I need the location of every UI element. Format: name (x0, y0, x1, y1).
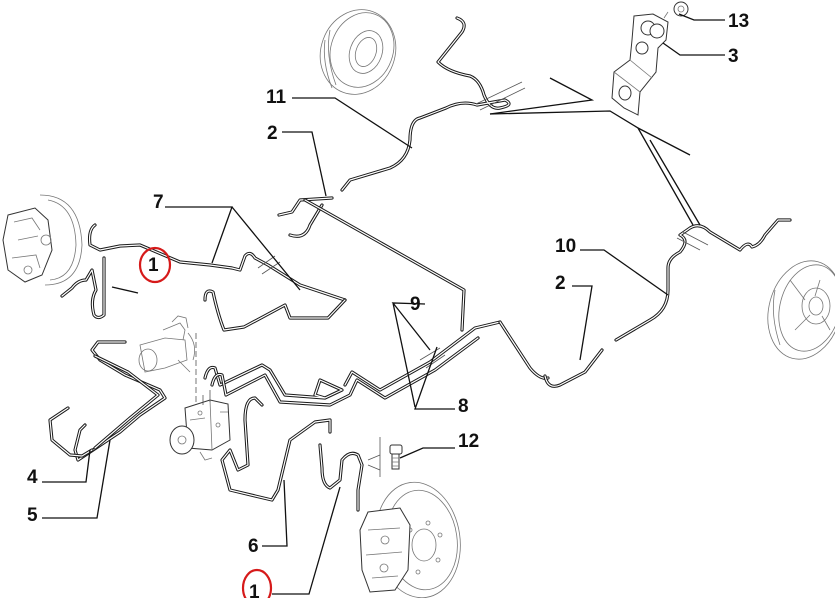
callout-1-lower: 1 (249, 582, 260, 598)
leader-5 (42, 439, 111, 519)
callout-10: 10 (555, 236, 576, 257)
front-brake-left (2, 194, 83, 286)
callout-9: 9 (410, 294, 421, 315)
front-brake-right (359, 481, 461, 598)
leader-1a (111, 286, 139, 294)
leader-lines (42, 13, 725, 595)
leader-2a (282, 131, 327, 197)
callout-4: 4 (27, 467, 38, 488)
callout-5: 5 (27, 505, 38, 526)
nut (673, 1, 689, 17)
leader-1b (272, 486, 341, 595)
leader-13 (678, 13, 725, 21)
callout-13: 13 (728, 11, 749, 32)
cut-marks (257, 81, 709, 369)
leader-11-long (489, 110, 694, 226)
rear-drum-top-left (319, 9, 397, 95)
bracket (611, 11, 669, 116)
leader-11-b (489, 77, 595, 115)
master-cylinder (138, 315, 196, 373)
leader-10 (580, 249, 669, 296)
leader-11 (292, 97, 413, 149)
callout-11: 11 (266, 87, 287, 108)
leader-9 (391, 302, 431, 408)
bolt (367, 437, 403, 477)
callout-1-upper: 1 (148, 255, 159, 276)
leader-7 (165, 206, 301, 291)
callout-2-right: 2 (555, 273, 566, 294)
callout-7: 7 (153, 192, 164, 213)
leader-6 (262, 479, 288, 547)
highlight-circle-lower (241, 568, 273, 598)
callouts: 13 3 11 2 7 1 10 2 9 8 12 4 5 6 1 (27, 11, 749, 598)
abs-unit (169, 333, 231, 461)
callout-6: 6 (248, 536, 259, 557)
rear-drum-right (767, 260, 835, 360)
callout-12: 12 (458, 431, 479, 452)
highlight-circle-upper (138, 246, 172, 284)
leader-4 (42, 449, 91, 483)
leader-12 (399, 447, 455, 459)
leader-2b (572, 285, 593, 361)
callout-8: 8 (458, 396, 469, 417)
leader-8 (414, 346, 455, 410)
leader-3 (662, 42, 725, 56)
callout-3: 3 (728, 46, 739, 67)
callout-2-upper: 2 (267, 123, 278, 144)
leader-11-c (637, 127, 701, 226)
pipes (48, 16, 792, 512)
